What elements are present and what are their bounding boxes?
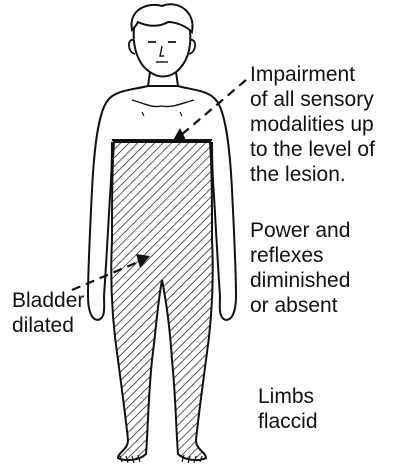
impairment-line-5: the lesion. — [250, 162, 375, 187]
upper-torso — [104, 86, 220, 140]
bladder-label: Bladder dilated — [12, 288, 84, 338]
left-arm — [88, 100, 112, 320]
right-arm — [212, 100, 236, 320]
power-line-4: or absent — [250, 293, 350, 318]
bladder-line-2: dilated — [12, 313, 84, 338]
bladder-line-1: Bladder — [12, 288, 84, 313]
limbs-line-2: flaccid — [258, 409, 318, 434]
power-reflexes-label: Power and reflexes diminished or absent — [250, 218, 350, 318]
power-line-3: diminished — [250, 268, 350, 293]
hair — [132, 4, 193, 32]
impairment-line-3: modalities up — [250, 112, 375, 137]
head — [134, 28, 191, 77]
paralysed-region — [111, 142, 213, 460]
impairment-line-1: Impairment — [250, 62, 375, 87]
impairment-line-4: to the level of — [250, 137, 375, 162]
power-line-2: reflexes — [250, 243, 350, 268]
limbs-line-1: Limbs — [258, 384, 318, 409]
impairment-label: Impairment of all sensory modalities up … — [250, 62, 375, 187]
impairment-line-2: of all sensory — [250, 87, 375, 112]
nose — [160, 46, 164, 56]
limbs-label: Limbs flaccid — [258, 384, 318, 434]
power-line-1: Power and — [250, 218, 350, 243]
